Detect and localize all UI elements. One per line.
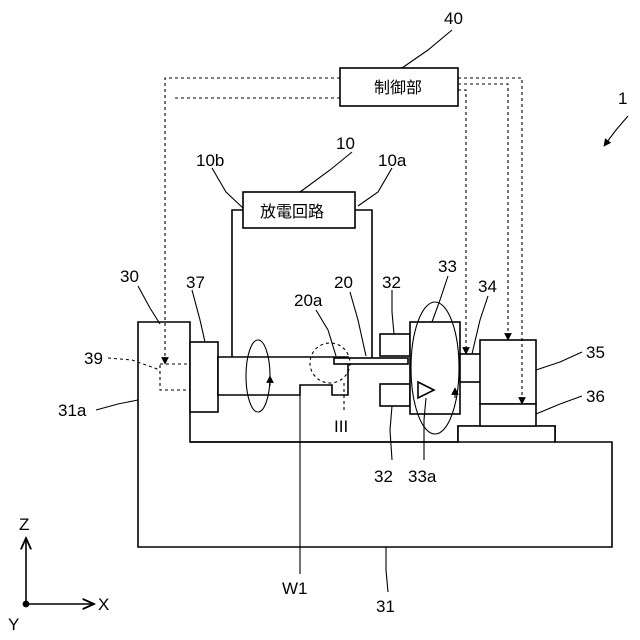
label-III: III — [334, 417, 348, 436]
label-40: 40 — [444, 9, 463, 28]
wire-10b — [232, 210, 243, 357]
label-20a: 20a — [294, 291, 323, 310]
label-33: 33 — [438, 257, 457, 276]
axis-y-label: Y — [8, 615, 19, 634]
leader-31 — [386, 547, 388, 592]
leader-1 — [604, 116, 628, 146]
electrode-rod — [334, 358, 408, 364]
stage-block — [480, 404, 536, 426]
label-controller: 制御部 — [374, 78, 422, 97]
label-30: 30 — [120, 267, 139, 286]
leader-20a — [316, 310, 336, 356]
label-discharge: 放電回路 — [260, 202, 324, 221]
workpiece-body — [218, 357, 348, 395]
y-axis-dot — [23, 601, 30, 608]
leader-40 — [402, 30, 452, 68]
leader-30 — [138, 286, 160, 324]
sensor-box — [160, 364, 190, 390]
axis-x-label: X — [98, 595, 109, 614]
label-32-lower: 32 — [374, 467, 393, 486]
guide-upper — [380, 334, 410, 356]
control-line-spindle — [458, 90, 466, 354]
leader-10 — [300, 152, 352, 192]
tailstock — [190, 342, 218, 412]
leader-20 — [350, 292, 366, 356]
label-32-upper: 32 — [382, 273, 401, 292]
axis-z-label: Z — [19, 515, 29, 534]
label-37: 37 — [186, 273, 205, 292]
label-34: 34 — [478, 277, 497, 296]
leader-35 — [536, 352, 582, 370]
leader-32-upper — [392, 290, 394, 334]
label-20: 20 — [334, 273, 353, 292]
motor-coupling — [460, 354, 482, 382]
wire-10a — [355, 210, 372, 358]
leader-31a — [96, 400, 138, 410]
leader-37 — [192, 290, 205, 342]
leader-39 — [108, 358, 160, 370]
leader-10b — [212, 168, 243, 208]
label-10: 10 — [336, 134, 355, 153]
leader-33 — [432, 276, 448, 322]
label-36: 36 — [586, 387, 605, 406]
label-W1: W1 — [282, 579, 308, 598]
label-35: 35 — [586, 343, 605, 362]
label-33a: 33a — [408, 467, 437, 486]
guide-lower — [380, 384, 410, 406]
label-10b: 10b — [196, 151, 224, 170]
label-39: 39 — [84, 349, 103, 368]
spindle-body — [410, 322, 460, 414]
leader-10a — [358, 168, 392, 206]
stage-body — [458, 426, 555, 442]
label-10a: 10a — [378, 151, 407, 170]
motor-body — [480, 340, 536, 404]
label-31: 31 — [376, 597, 395, 616]
leader-32-lower — [390, 406, 392, 460]
label-31a: 31a — [58, 401, 87, 420]
label-1: 1 — [618, 89, 627, 108]
control-line-motor — [458, 84, 508, 340]
leader-36 — [536, 396, 582, 414]
